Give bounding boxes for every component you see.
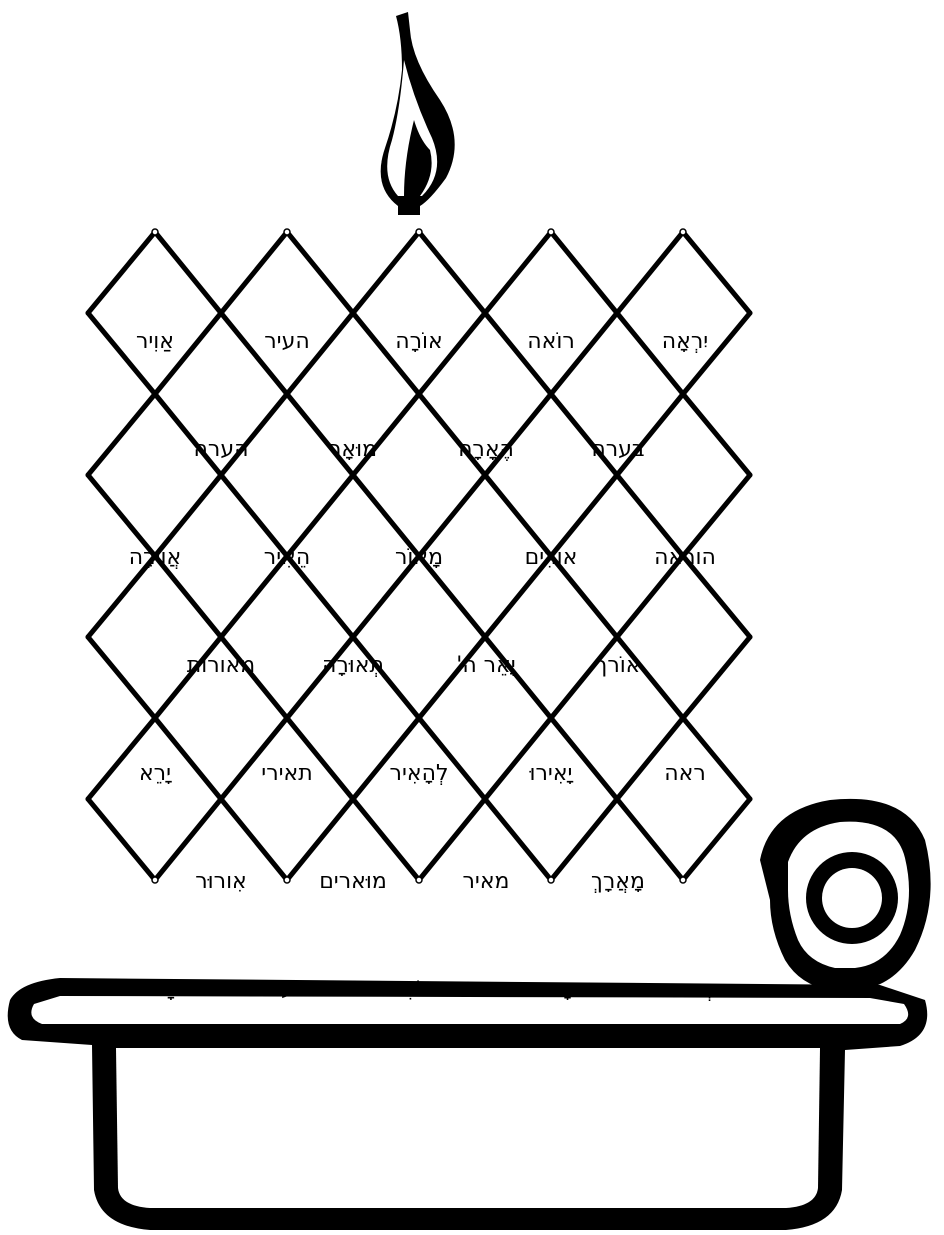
diamond-word: הערה <box>194 437 249 462</box>
lattice-node <box>680 229 686 235</box>
lattice-line <box>485 232 551 313</box>
lattice-node <box>416 229 422 235</box>
diamond-word: הֶאָרָה <box>458 437 514 462</box>
lattice-line <box>617 718 683 799</box>
lattice-line <box>617 232 683 313</box>
lattice-line <box>617 394 683 475</box>
diamond-word: תְּאוּרָה <box>322 653 384 678</box>
lattice-line <box>485 718 551 799</box>
lattice-line <box>287 475 353 556</box>
diamond-word: התעורר <box>250 977 323 1002</box>
diamond-word: אוֹרָה <box>395 329 443 354</box>
lattice-line <box>551 799 617 880</box>
lattice-node <box>152 229 158 235</box>
diamond-word: יָראוּ <box>531 977 571 1002</box>
lattice-line <box>683 799 750 880</box>
lattice-line <box>155 475 221 556</box>
lattice-node <box>284 229 290 235</box>
diamond-word: אוֹרִים <box>525 545 578 570</box>
lattice-node <box>152 877 158 883</box>
diamond-word: מְאוּרה <box>654 977 716 1002</box>
lattice-node <box>284 877 290 883</box>
lattice-line <box>221 475 287 556</box>
lattice-line <box>485 475 551 556</box>
lattice-line <box>683 232 750 313</box>
lattice-line <box>88 394 155 475</box>
lattice-line <box>88 232 155 313</box>
diamond-word: אוֹרִי <box>400 977 438 1002</box>
lattice-line <box>419 232 485 313</box>
lattice-line <box>155 232 221 313</box>
diamond-word: יָאֵר ה' <box>456 653 517 678</box>
lattice-line <box>551 475 617 556</box>
diamond-word: יָרֵא <box>139 761 173 786</box>
lattice-line <box>287 718 353 799</box>
diamond-word: העיר <box>264 329 309 354</box>
diamond-word: הֵאִיר <box>264 545 310 570</box>
diamond-word: מאורות <box>187 653 256 678</box>
lattice-line <box>155 799 221 880</box>
lattice-line <box>683 394 750 475</box>
lattice-line <box>88 637 155 718</box>
lattice-line <box>221 718 287 799</box>
lattice-line <box>551 232 617 313</box>
lattice-line <box>419 799 485 880</box>
lattice-line <box>683 637 750 718</box>
diamond-word: ראה <box>664 761 706 786</box>
lattice-node <box>680 877 686 883</box>
diamond-word: לְהָאִיר <box>390 761 449 786</box>
oil-lamp-icon <box>8 799 931 1230</box>
diamond-word: יָאִירוּ <box>529 761 574 786</box>
lattice-line <box>353 475 419 556</box>
lattice-line <box>551 718 617 799</box>
lattice-line <box>221 799 287 880</box>
lattice-node <box>548 229 554 235</box>
lattice-line <box>353 232 419 313</box>
lattice-line <box>551 394 617 475</box>
diamond-word: רוֹאה <box>527 329 575 354</box>
diamond-word: מָאוֹר <box>395 545 443 570</box>
diamond-word: מָאֲרָךְ <box>591 869 645 894</box>
lattice-line <box>88 475 155 556</box>
diamond-word: הוראה <box>654 545 716 570</box>
lattice-line <box>88 799 155 880</box>
lattice-node <box>416 877 422 883</box>
lattice-line <box>683 718 750 799</box>
diamond-word: מוּארים <box>319 869 387 894</box>
lattice-line <box>221 232 287 313</box>
lattice-line <box>353 394 419 475</box>
lattice-line <box>485 799 551 880</box>
lattice-line <box>683 475 750 556</box>
diamond-word: אוֹרך <box>596 653 641 678</box>
lattice-line <box>353 718 419 799</box>
diamond-word: אִורוּר <box>195 869 247 894</box>
lattice-line <box>485 394 551 475</box>
diamond-word: תאירי <box>261 761 312 786</box>
lattice-line <box>287 394 353 475</box>
lattice-line <box>155 718 221 799</box>
lattice-line <box>617 475 683 556</box>
lattice-node <box>548 877 554 883</box>
diamond-word: אֲוִירָה <box>129 545 181 570</box>
lattice-line <box>287 799 353 880</box>
diamond-word: מאיר <box>463 869 510 894</box>
diamond-word: אָרוּר <box>132 977 178 1002</box>
lattice-line <box>287 232 353 313</box>
lattice-line <box>617 799 683 880</box>
lattice-line <box>419 718 485 799</box>
lattice-line <box>419 394 485 475</box>
word-grid: יִרְאָה רוֹאה אוֹרָה העיר אַוִיר בערה הֶאָרָה מ… <box>129 329 716 1002</box>
lattice-line <box>88 718 155 799</box>
lattice-line <box>155 394 221 475</box>
lattice-line <box>419 475 485 556</box>
diamond-word: אַוִיר <box>136 329 174 354</box>
flame-icon <box>381 12 455 215</box>
diamond-word: בערה <box>591 437 644 462</box>
diamond-word: מוּאָר <box>329 437 377 462</box>
diamond-word: יִרְאָה <box>662 329 708 354</box>
lattice-line <box>353 799 419 880</box>
lattice-line <box>221 394 287 475</box>
